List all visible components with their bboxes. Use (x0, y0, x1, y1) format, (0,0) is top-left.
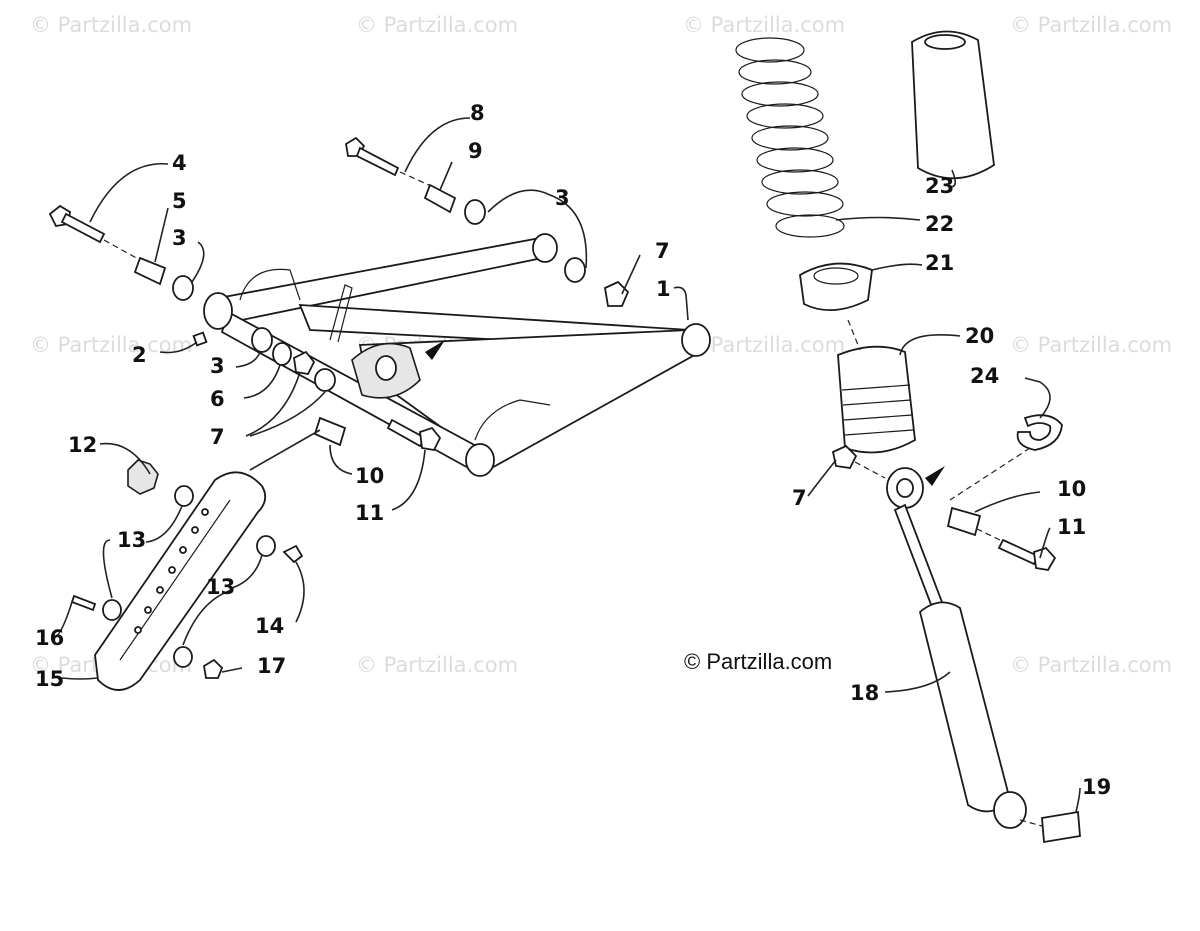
callout-label: 7 (210, 425, 225, 449)
callout-label: 24 (970, 364, 999, 388)
watermark: © Partzilla.com (1010, 653, 1172, 677)
callout-label: 23 (925, 174, 954, 198)
tube-end-right (681, 323, 711, 357)
part-24-retaining-clip (1016, 414, 1063, 451)
callout-label: 8 (470, 101, 485, 125)
part-19-bushing (1041, 810, 1081, 844)
part-13-washer (173, 646, 193, 668)
boot-top-opening (924, 34, 966, 50)
part-7-nut (293, 350, 316, 375)
part-6-washer (272, 342, 292, 366)
part-23-bump-cover (911, 30, 995, 180)
watermark: © Partzilla.com (356, 653, 518, 677)
part-7-nut (603, 280, 630, 307)
part-3-bushing (251, 327, 273, 353)
direction-arrow (425, 340, 445, 360)
limiter-bracket-lower (474, 399, 551, 441)
leader-line (103, 239, 141, 261)
tube-end-rear (532, 233, 558, 263)
part-17-nut (203, 658, 224, 679)
part-3-bushing (464, 199, 486, 225)
callout-label: 16 (35, 626, 64, 650)
callout-label: 13 (117, 528, 146, 552)
callout-label: 2 (132, 343, 147, 367)
watermark: © Partzilla.com (683, 13, 845, 37)
part-7-nut (831, 444, 858, 469)
callout-label: 10 (355, 464, 384, 488)
callout-label: 11 (355, 501, 384, 525)
center-post (329, 284, 353, 343)
watermark: © Partzilla.com (30, 333, 192, 357)
part-21-spring-collar (799, 262, 873, 312)
limiter-strap-assembly (94, 471, 267, 691)
callout-label: 12 (68, 433, 97, 457)
part-10-spacer (946, 506, 982, 537)
callout-label: 4 (172, 151, 187, 175)
callout-label: 3 (210, 354, 225, 378)
part-5-spacer (133, 256, 167, 286)
callout-label: 15 (35, 667, 64, 691)
leader-line (249, 429, 321, 471)
part-14-wing-nut (282, 544, 304, 564)
strap-hole (134, 626, 142, 634)
part-11-bolt (997, 538, 1057, 571)
callout-label: 11 (1057, 515, 1086, 539)
leader-line (399, 171, 441, 191)
part-18-shock-absorber (886, 467, 1027, 829)
callout-label: 7 (655, 239, 670, 263)
copyright-text: © Partzilla.com (684, 649, 832, 674)
strap-hole (156, 586, 164, 594)
part-13-washer (174, 485, 194, 507)
callout-label: 17 (257, 654, 286, 678)
part-3-bushing (172, 275, 194, 301)
direction-arrow (925, 466, 945, 486)
shock-mount-hole (375, 355, 397, 381)
part-10-spacer (313, 416, 347, 447)
collar-inner (813, 267, 859, 285)
part-16-bolt (70, 594, 97, 612)
watermark: © Partzilla.com (1010, 333, 1172, 357)
part-12-adjuster-knob (127, 459, 159, 495)
callout-label: 5 (172, 189, 187, 213)
callout-label: 3 (172, 226, 187, 250)
callout-label: 13 (206, 575, 235, 599)
leader-lines (51, 117, 1081, 827)
callout-label: 19 (1082, 775, 1111, 799)
callout-label: 6 (210, 387, 225, 411)
part-8-bolt (345, 136, 400, 177)
strap-hole (179, 546, 187, 554)
callout-label: 1 (656, 277, 671, 301)
callout-label: 10 (1057, 477, 1086, 501)
strap-hole (201, 508, 209, 516)
callout-label: 22 (925, 212, 954, 236)
callout-label: 14 (255, 614, 284, 638)
part-9-spacer (423, 183, 457, 214)
watermark: © Partzilla.com (30, 13, 192, 37)
part-4-bolt (48, 204, 106, 244)
callout-labels: 8 9 3 7 1 4 5 3 2 3 6 7 10 11 12 13 13 1… (35, 101, 1111, 799)
callout-label: 7 (792, 486, 807, 510)
part-22-spring (735, 37, 845, 238)
part-15-limiter-strap (94, 471, 267, 691)
callout-label: 9 (468, 139, 483, 163)
callout-label: 18 (850, 681, 879, 705)
strap-hole (144, 606, 152, 614)
callout-label: 21 (925, 251, 954, 275)
tube-end-front (203, 292, 233, 330)
part-7-nut (314, 368, 336, 392)
limiter-bracket-upper (239, 268, 301, 301)
callout-label: 20 (965, 324, 994, 348)
part-20-bump-stop (837, 345, 916, 454)
part-13-washer (102, 599, 122, 621)
part-3-bushing (564, 257, 586, 283)
watermark: © Partzilla.com (1010, 13, 1172, 37)
strap-hole (191, 526, 199, 534)
part-11-bolt (386, 418, 442, 451)
part-13-washer (256, 535, 276, 557)
strap-hole (168, 566, 176, 574)
callout-label: 3 (555, 186, 570, 210)
tube-end-lower (465, 443, 495, 477)
watermark: © Partzilla.com (356, 13, 518, 37)
